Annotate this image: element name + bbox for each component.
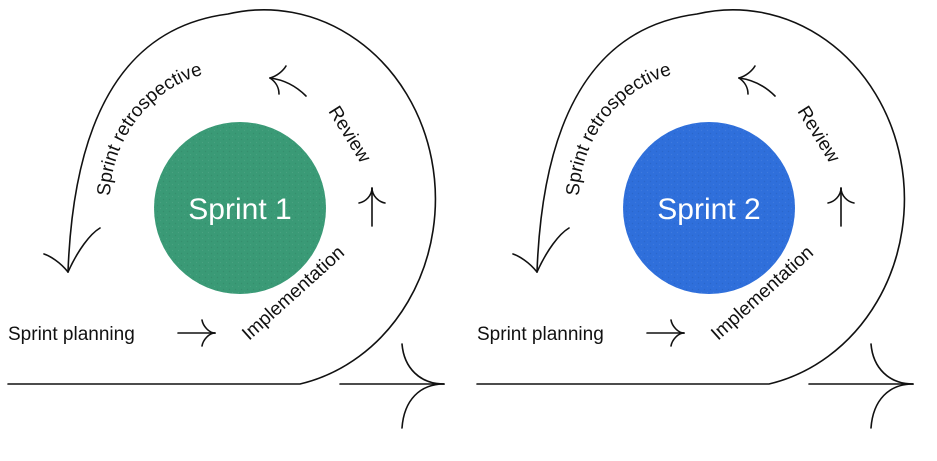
cycle-loop-line <box>7 9 437 385</box>
planning-to-implementation-arrow-icon <box>646 319 685 347</box>
step-sprint-planning-label: Sprint planning <box>477 324 604 345</box>
sprint-2-title: Sprint 2 <box>657 193 760 226</box>
next-sprint-arrow <box>339 343 445 429</box>
step-sprint-planning-label: Sprint planning <box>8 324 135 345</box>
loop-hook-stroke <box>67 227 101 273</box>
review-to-retrospective-arrow-icon <box>269 65 307 97</box>
implementation-to-review-arrow-icon <box>827 187 855 227</box>
next-sprint-arrow <box>808 343 914 429</box>
cycle-loop-line <box>476 9 906 385</box>
sprint-2-cycle: Sprint 2 Sprint planning Implementation … <box>476 9 914 429</box>
review-to-retrospective-arrow-icon <box>738 65 776 97</box>
planning-to-implementation-arrow-icon <box>177 319 216 347</box>
sprint-1-title: Sprint 1 <box>188 193 291 226</box>
step-review-label: Review <box>324 103 375 167</box>
loop-hook-stroke <box>512 253 538 273</box>
loop-hook-stroke <box>43 253 69 273</box>
step-review-label: Review <box>793 103 844 167</box>
loop-hook-stroke <box>536 227 570 273</box>
implementation-to-review-arrow-icon <box>358 187 386 227</box>
sprint-1-cycle: Sprint 1 Sprint planning Implementation … <box>7 9 445 429</box>
